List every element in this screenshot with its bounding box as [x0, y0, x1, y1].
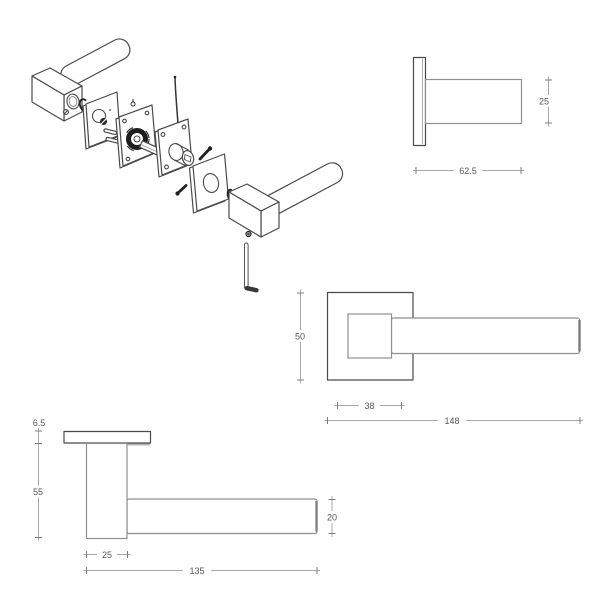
side-projection-view: 25 62.5	[412, 56, 552, 177]
spring-cassette-plate	[115, 99, 157, 169]
mounting-plate-2	[154, 118, 195, 178]
dim-label-38-base: 38	[364, 401, 374, 411]
dimension-20-lever-height: 20	[323, 496, 341, 537]
dim-label-25-neck-width: 25	[102, 550, 112, 560]
left-lever-block	[31, 67, 83, 122]
lever-profile	[126, 498, 318, 535]
profile-view: 6.5 55 20 25 135	[28, 417, 341, 577]
lever-base-front	[347, 313, 393, 359]
neck-side	[424, 78, 523, 125]
dim-label-135-lever-length: 135	[189, 566, 204, 576]
dimension-135-lever-length: 135	[83, 564, 320, 577]
dimension-6-5-and-55: 6.5 55	[28, 417, 50, 541]
exploded-assembly-view	[31, 38, 344, 293]
dimension-62-5-depth: 62.5	[413, 164, 524, 177]
right-lever-block	[228, 183, 280, 238]
front-view: 50 38 148	[291, 289, 583, 427]
grub-screw	[245, 230, 252, 238]
neck-profile	[85, 442, 128, 540]
small-screw-left	[63, 109, 69, 115]
rosette-profile	[63, 430, 152, 444]
dim-label-50-rose: 50	[295, 332, 305, 342]
dimension-38-base: 38	[334, 399, 405, 412]
fixing-screws	[175, 146, 213, 196]
dim-label-20-lever-height: 20	[327, 513, 337, 523]
allen-key	[244, 242, 259, 293]
dimension-50-rose: 50	[291, 289, 310, 384]
dimension-25-neck-width: 25	[83, 548, 131, 561]
dim-label-6-5-thickness: 6.5	[33, 418, 46, 428]
rosette-side	[412, 56, 427, 147]
lever-front	[390, 317, 581, 355]
dimension-25-height: 25	[536, 76, 552, 127]
rosette-plate-2	[188, 153, 230, 214]
dim-label-25-height: 25	[539, 97, 549, 107]
dim-label-55-neck: 55	[33, 487, 43, 497]
dimension-148-length: 148	[324, 414, 583, 427]
dim-label-62-5-depth: 62.5	[459, 166, 477, 176]
dim-label-148-length: 148	[444, 416, 459, 426]
